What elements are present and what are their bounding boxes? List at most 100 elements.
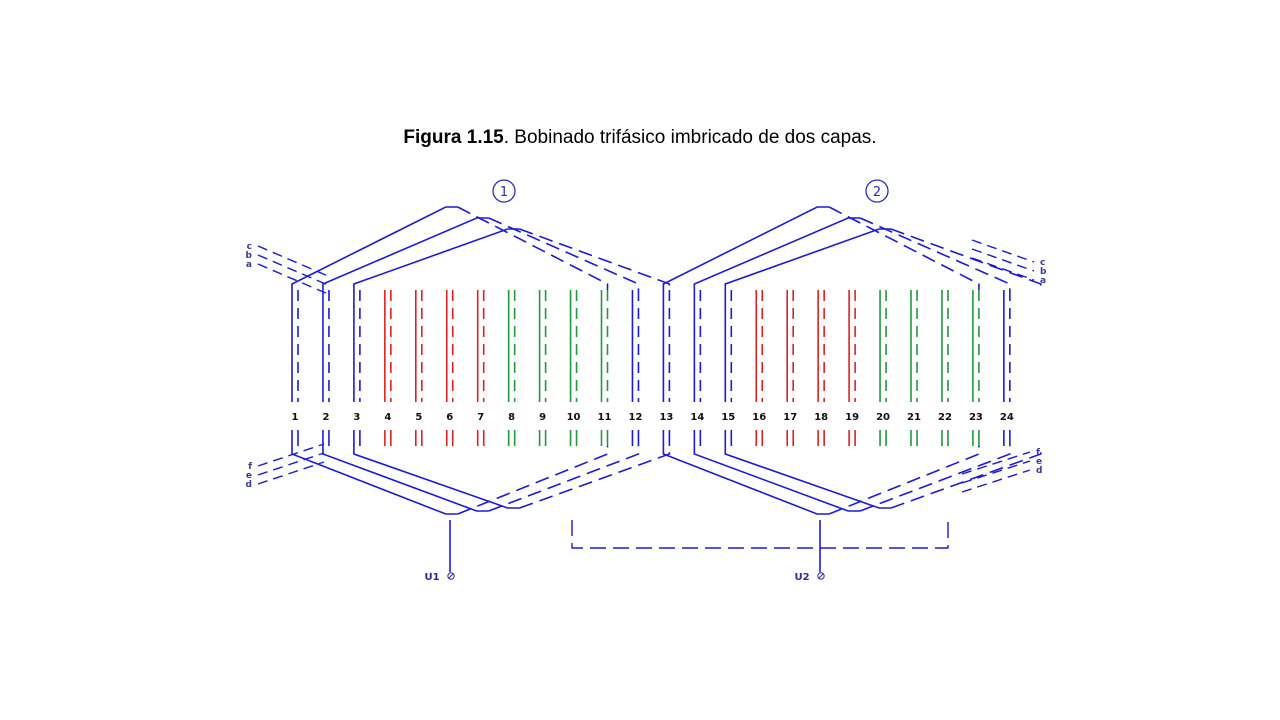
slot-number-21: 21: [907, 412, 921, 423]
coil-2-bottom-head-2-right: [859, 446, 1011, 512]
slot-6: [445, 290, 454, 446]
slot-7: [476, 290, 485, 446]
slot-11: [600, 290, 609, 446]
slot-10: [569, 290, 578, 446]
figure-caption: Figura 1.15. Bobinado trifásico imbricad…: [0, 127, 1280, 149]
terminal-u1: U1: [424, 572, 455, 583]
lead-top-right-line-a: [971, 257, 1035, 281]
slot-18: [817, 290, 825, 446]
terminal-u1-label: U1: [424, 572, 439, 583]
slot-number-18: 18: [814, 412, 828, 423]
coil-1-bottom-head-1-right: [457, 446, 609, 515]
lead-bottom-right-line-f: [961, 451, 1031, 475]
slot-number-19: 19: [845, 412, 859, 423]
slot-number-24: 24: [1000, 412, 1014, 423]
slot-19: [848, 290, 856, 446]
slot-24: [1003, 290, 1011, 446]
coil-group-label-1: 1: [500, 185, 508, 200]
coil-2-bottom-head-3-left: [724, 446, 892, 509]
slot-number-4: 4: [384, 412, 391, 423]
slot-2: [322, 290, 330, 446]
coil-1-bottom-head-2-left: [322, 446, 489, 512]
coil-1-top-head-3-left: [353, 228, 520, 290]
slot-17: [786, 290, 795, 446]
lead-top-right-label-c: c: [1040, 258, 1045, 268]
slot-8: [507, 290, 516, 446]
coil-2-bottom-head-2-left: [693, 446, 861, 512]
slot-number-17: 17: [783, 412, 797, 423]
coil-2-top-head-3-left: [724, 228, 892, 290]
slot-number-23: 23: [969, 412, 983, 423]
coil-group-marker-2: 2: [865, 179, 889, 203]
slot-4: [384, 290, 392, 446]
slot-1: [291, 290, 299, 446]
lead-bottom-right-label-e: e: [1036, 457, 1042, 467]
slot-number-3: 3: [353, 412, 360, 423]
terminal-u2: U2: [794, 572, 825, 583]
coil-2-bottom-head-1-left: [662, 446, 830, 515]
figure-caption-text: . Bobinado trifásico imbricado de dos ca…: [503, 127, 877, 148]
slot-3: [353, 290, 361, 446]
coil-1-bottom-head-3-right: [519, 446, 671, 509]
lead-bottom-left-line-e: [257, 452, 325, 476]
coil-2-top-head-2-right: [859, 217, 1011, 290]
lead-top-right-label-b: b: [1040, 267, 1047, 277]
figure-label: Figura 1.15: [403, 127, 504, 148]
slot-number-10: 10: [567, 412, 581, 423]
slot-number-9: 9: [539, 412, 546, 423]
lead-top-left-line-c: [257, 245, 329, 277]
lead-bottom-left-label-e: e: [246, 471, 252, 481]
coil-1-top-head-2-left: [322, 217, 489, 290]
slot-21: [910, 290, 918, 446]
lead-top-right-line-b: [971, 248, 1035, 272]
lead-top-left-label-a: a: [246, 260, 252, 270]
coil-1-bottom-head-1-left: [291, 446, 458, 515]
coil-group-label-2: 2: [873, 185, 881, 200]
slot-number-12: 12: [628, 412, 642, 423]
coil-1-bottom-head-2-right: [488, 446, 640, 512]
slot-number-6: 6: [446, 412, 453, 423]
slot-23: [972, 290, 980, 446]
slot-number-15: 15: [721, 412, 735, 423]
coil-1-top-head-2-right: [488, 217, 640, 290]
slot-number-13: 13: [659, 412, 673, 423]
coil-1-top-head-1-right: [457, 206, 609, 290]
lead-bottom-right-label-f: f: [1036, 448, 1040, 458]
coil-2-top-head-1-left: [662, 206, 830, 290]
lead-bottom-left-label-f: f: [248, 462, 252, 472]
coil-1-bottom-head-3-left: [353, 446, 520, 509]
lead-top-right-line-c: [971, 239, 1035, 263]
coil-2-top-head-3-right: [890, 228, 1042, 290]
slot-number-20: 20: [876, 412, 890, 423]
slot-22: [941, 290, 949, 446]
coil-group-marker-1: 1: [492, 179, 516, 203]
slot-14: [693, 290, 702, 446]
lead-top-left-line-b: [257, 254, 329, 286]
slot-20: [879, 290, 887, 446]
coil-2-bottom-head-3-right: [890, 446, 1042, 509]
slot-number-8: 8: [508, 412, 515, 423]
lead-bottom-left-line-f: [257, 443, 325, 467]
coil-2-bottom-head-1-right: [828, 446, 980, 515]
slot-conductors: [291, 290, 1011, 446]
slot-number-5: 5: [415, 412, 422, 423]
lead-top-right-label-a: a: [1040, 276, 1046, 286]
slot-number-16: 16: [752, 412, 766, 423]
lead-top-left-label-b: b: [246, 251, 253, 261]
lead-bottom-right-line-d: [961, 469, 1031, 493]
lead-bottom-right-label-d: d: [1036, 466, 1042, 476]
lead-bottom-left-line-d: [257, 461, 325, 485]
slot-number-2: 2: [322, 412, 329, 423]
terminal-connections: [449, 520, 949, 572]
slot-9: [538, 290, 547, 446]
terminal-u2-label: U2: [794, 572, 809, 583]
slot-5: [414, 290, 423, 446]
slot-number-22: 22: [938, 412, 952, 423]
coil-end-connections: [257, 206, 1042, 515]
lead-bottom-right-line-e: [961, 460, 1031, 484]
slot-15: [724, 290, 733, 446]
coil-1-top-head-1-left: [291, 206, 458, 290]
